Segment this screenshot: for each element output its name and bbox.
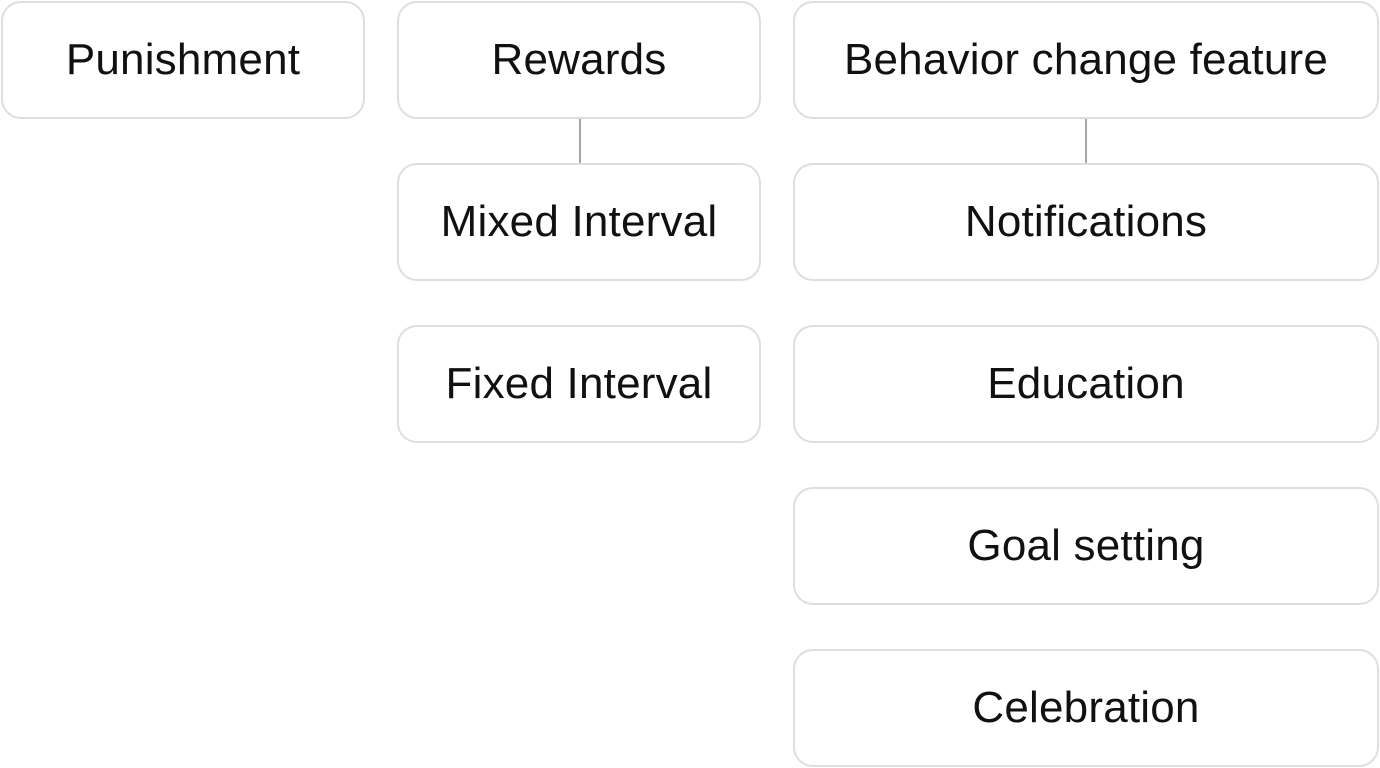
node-behavior-change-feature: Behavior change feature	[793, 1, 1379, 119]
connector-rewards	[579, 119, 581, 163]
node-punishment: Punishment	[1, 1, 365, 119]
node-celebration: Celebration	[793, 649, 1379, 767]
node-notifications: Notifications	[793, 163, 1379, 281]
node-fixed-interval: Fixed Interval	[397, 325, 761, 443]
connector-behavior-change-feature	[1085, 119, 1087, 163]
node-mixed-interval: Mixed Interval	[397, 163, 761, 281]
node-education: Education	[793, 325, 1379, 443]
node-goal-setting: Goal setting	[793, 487, 1379, 605]
node-rewards: Rewards	[397, 1, 761, 119]
